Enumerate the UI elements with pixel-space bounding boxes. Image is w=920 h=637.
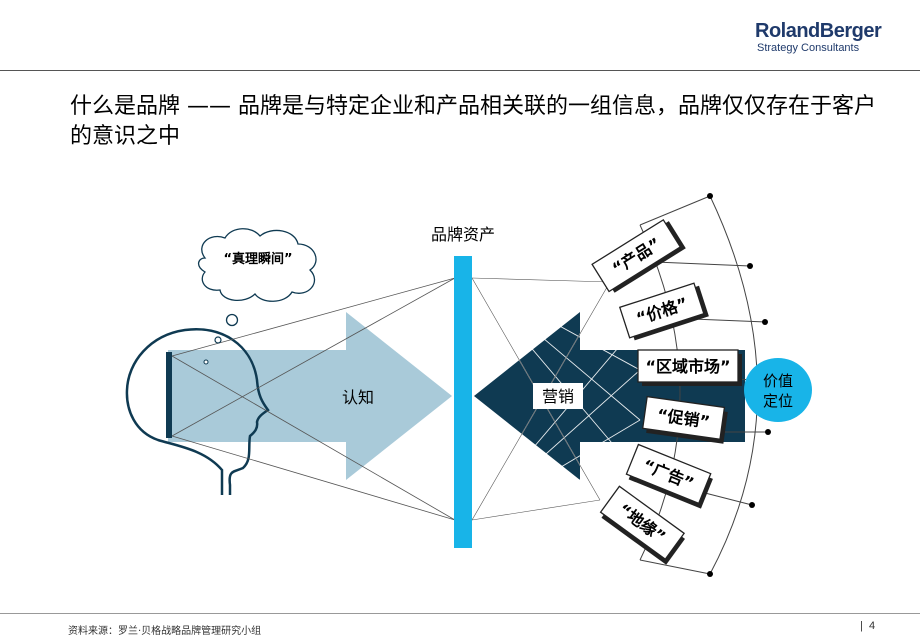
page-number-value: 4 — [868, 620, 876, 632]
header-divider — [0, 70, 920, 71]
item-regional-market-label: “区域市场” — [645, 357, 730, 376]
marketing-arrow — [474, 312, 745, 480]
brand-equity-bar — [454, 256, 472, 548]
brand-equity-label: 品牌资产 — [431, 225, 495, 244]
marketing-arrow-label: 营销 — [542, 387, 574, 406]
value-positioning-label-line2: 定位 — [763, 392, 793, 410]
value-positioning-label-line1: 价值 — [763, 372, 793, 390]
footer-divider — [0, 613, 920, 614]
item-regional-market: “区域市场” — [637, 349, 742, 386]
perception-arrow — [168, 312, 452, 480]
item-price: “价格” — [618, 282, 709, 341]
source-note: 资料来源：罗兰·贝格战略品牌管理研究小组 — [68, 626, 262, 637]
page-title: 什么是品牌 —— 品牌是与特定企业和产品相关联的一组信息，品牌仅仅存在于客户的意… — [70, 94, 876, 149]
value-positioning-circle — [744, 358, 812, 422]
page-number: | 4 — [860, 620, 876, 632]
eye-marker — [166, 352, 172, 438]
perception-arrow-label: 认知 — [342, 388, 374, 407]
logo-brand: RolandBerger — [755, 20, 882, 42]
item-product: “产品” — [591, 218, 686, 293]
item-promotion: “促销” — [641, 395, 728, 444]
logo-subtitle: Strategy Consultants — [757, 42, 860, 54]
company-logo: RolandBerger Strategy Consultants — [755, 20, 895, 54]
item-advertising: “广告” — [625, 443, 713, 509]
thought-bubble — [197, 228, 317, 365]
thought-bubble-label: “真理瞬间” — [223, 251, 292, 267]
head-silhouette-icon — [125, 328, 270, 495]
